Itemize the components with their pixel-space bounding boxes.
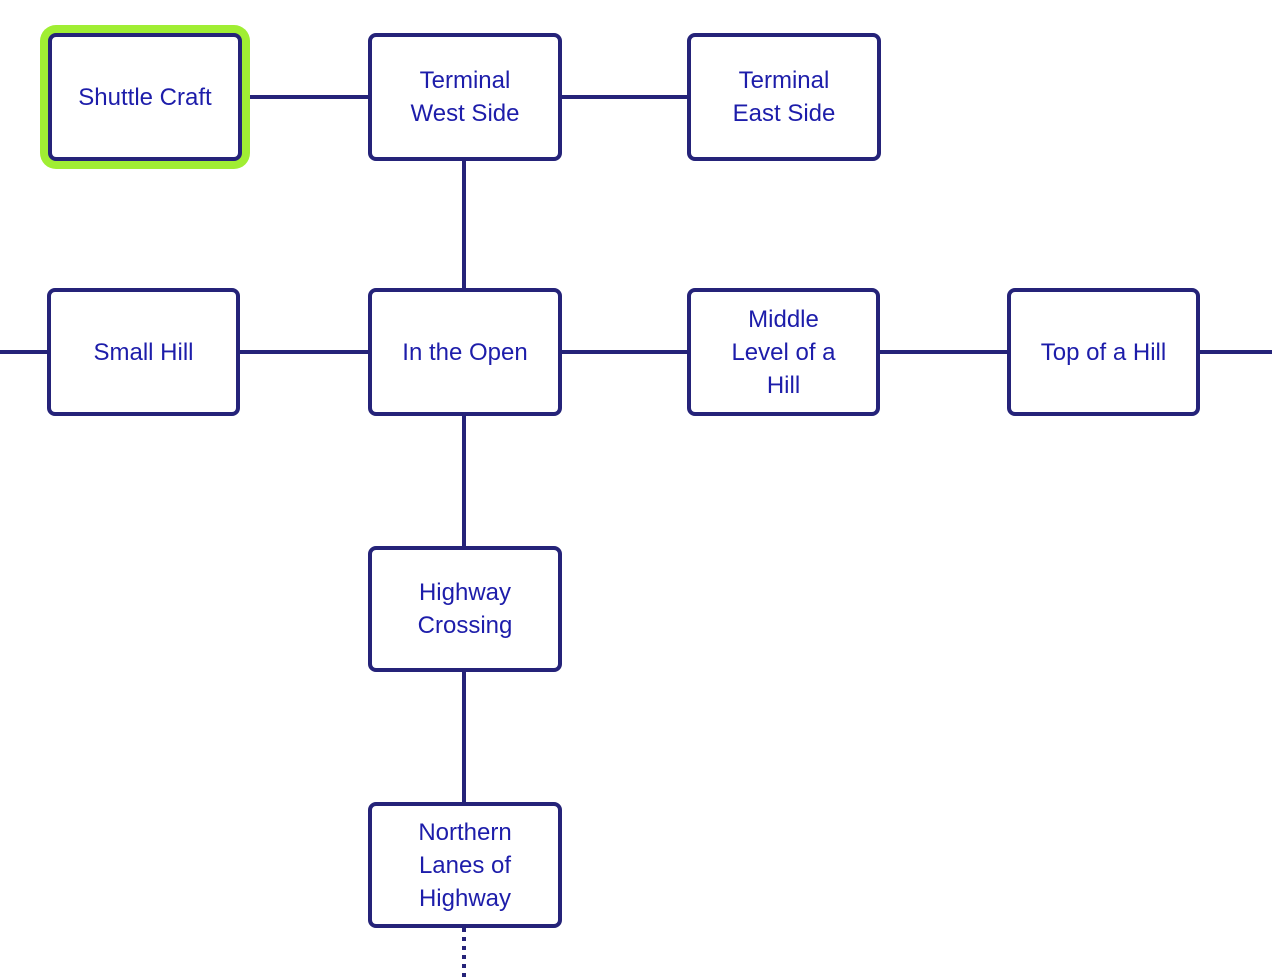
- node-northern-lanes-of-highway[interactable]: Northern Lanes of Highway: [368, 802, 562, 928]
- edge-northern-lanes-of-highway-off-map-south-dotted: [462, 928, 466, 980]
- edge-in-the-open-highway-crossing: [462, 416, 466, 546]
- edge-top-of-a-hill-off-map-east: [1200, 350, 1272, 354]
- edge-middle-level-of-a-hill-top-of-a-hill: [880, 350, 1007, 354]
- node-top-of-a-hill-label: Top of a Hill: [1040, 338, 1167, 366]
- node-small-hill[interactable]: Small Hill: [47, 288, 240, 416]
- node-in-the-open-label: In the Open: [402, 338, 528, 366]
- node-highway-crossing-label: Highway Crossing: [417, 579, 513, 639]
- node-northern-lanes-of-highway-label: Northern Lanes of Highway: [418, 818, 512, 912]
- node-terminal-west-side-label: Terminal West Side: [410, 67, 520, 127]
- edge-terminal-west-side-terminal-east-side: [562, 95, 687, 99]
- edge-highway-crossing-northern-lanes-of-highway: [462, 672, 466, 802]
- edge-in-the-open-middle-level-of-a-hill: [562, 350, 687, 354]
- edge-small-hill-in-the-open: [240, 350, 368, 354]
- node-shuttle-craft[interactable]: Shuttle Craft: [48, 33, 242, 161]
- node-top-of-a-hill[interactable]: Top of a Hill: [1007, 288, 1200, 416]
- node-terminal-west-side[interactable]: Terminal West Side: [368, 33, 562, 161]
- node-terminal-east-side[interactable]: Terminal East Side: [687, 33, 881, 161]
- node-highway-crossing[interactable]: Highway Crossing: [368, 546, 562, 672]
- node-small-hill-label: Small Hill: [93, 338, 194, 366]
- node-shuttle-craft-label: Shuttle Craft: [78, 83, 212, 111]
- node-in-the-open[interactable]: In the Open: [368, 288, 562, 416]
- edge-shuttle-craft-terminal-west-side: [242, 95, 368, 99]
- edge-terminal-west-side-in-the-open: [462, 161, 466, 288]
- node-terminal-east-side-label: Terminal East Side: [732, 67, 836, 127]
- node-middle-level-of-a-hill-label: Middle Level of a Hill: [731, 305, 836, 399]
- edge-off-map-west-small-hill: [0, 350, 47, 354]
- node-middle-level-of-a-hill[interactable]: Middle Level of a Hill: [687, 288, 880, 416]
